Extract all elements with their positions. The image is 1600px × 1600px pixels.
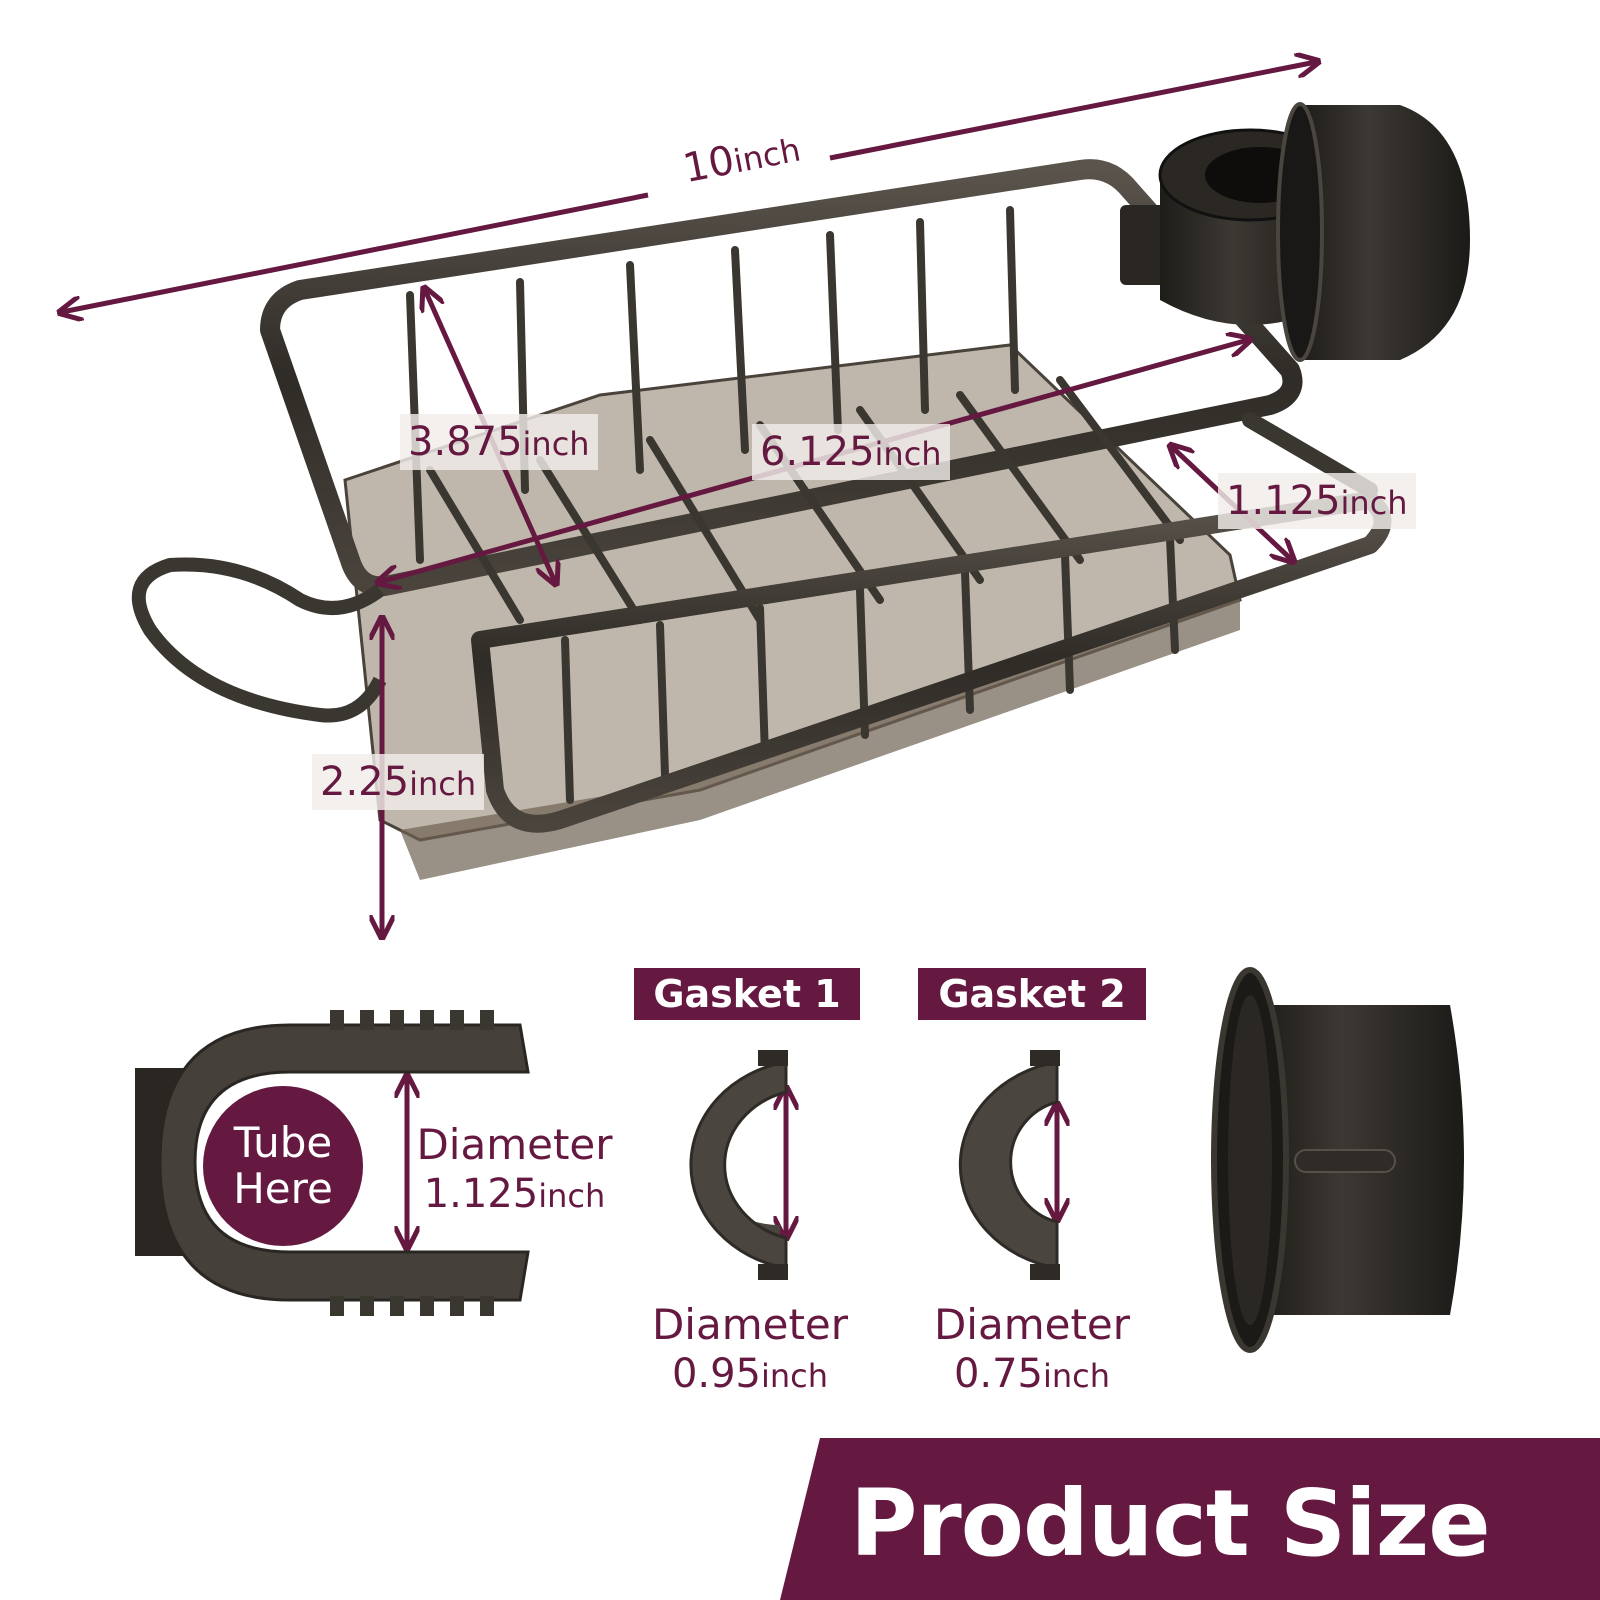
cup-adapter [1211,967,1464,1353]
gasket-2-diameter-value: 0.75 [953,1351,1043,1398]
length-value: 10 [679,137,739,193]
side-gap-value: 1.125 [1226,478,1341,524]
tube-here-bubble: Tube Here [203,1086,363,1246]
inner-length-value: 6.125 [760,429,875,475]
side-gap-label: 1.125inch [1218,473,1416,529]
gasket-1-diameter-unit: inch [761,1357,829,1396]
gasket-2-diameter-word: Diameter [933,1300,1131,1349]
gasket-1-diameter-value: 0.95 [671,1351,761,1398]
banner-title: Product Size [850,1470,1491,1577]
tube-clip [135,1010,530,1316]
gasket-2-diameter-label: Diameter 0.75inch [922,1300,1142,1398]
gasket-2-diameter-unit: inch [1043,1357,1111,1396]
gasket-2-shape [958,1050,1060,1280]
width-value: 3.875 [408,419,523,465]
inner-length-label: 6.125inch [752,424,950,480]
gasket-1-diameter-word: Diameter [651,1300,849,1349]
clip-diameter-value: 1.125 [423,1171,539,1218]
tube-bubble-line2: Here [233,1164,333,1213]
width-label: 3.875inch [400,414,598,470]
height-unit: inch [409,765,477,803]
gasket-1-tag: Gasket 1 [634,968,860,1020]
height-value: 2.25 [320,759,410,805]
height-label: 2.25inch [312,754,485,810]
gasket-1-diameter-label: Diameter 0.95inch [640,1300,860,1398]
gasket-2-tag: Gasket 2 [918,968,1146,1020]
inner-length-unit: inch [874,435,942,473]
gasket-1-shape [689,1050,788,1280]
clip-diameter-word: Diameter [416,1120,613,1169]
product-size-banner [780,1438,1600,1600]
faucet-mount-cup [1120,102,1470,362]
width-unit: inch [522,425,590,463]
clip-diameter-unit: inch [538,1177,606,1216]
clip-diameter-label: Diameter 1.125inch [412,1120,617,1218]
tube-bubble-line1: Tube [233,1117,333,1167]
side-gap-unit: inch [1340,484,1408,522]
